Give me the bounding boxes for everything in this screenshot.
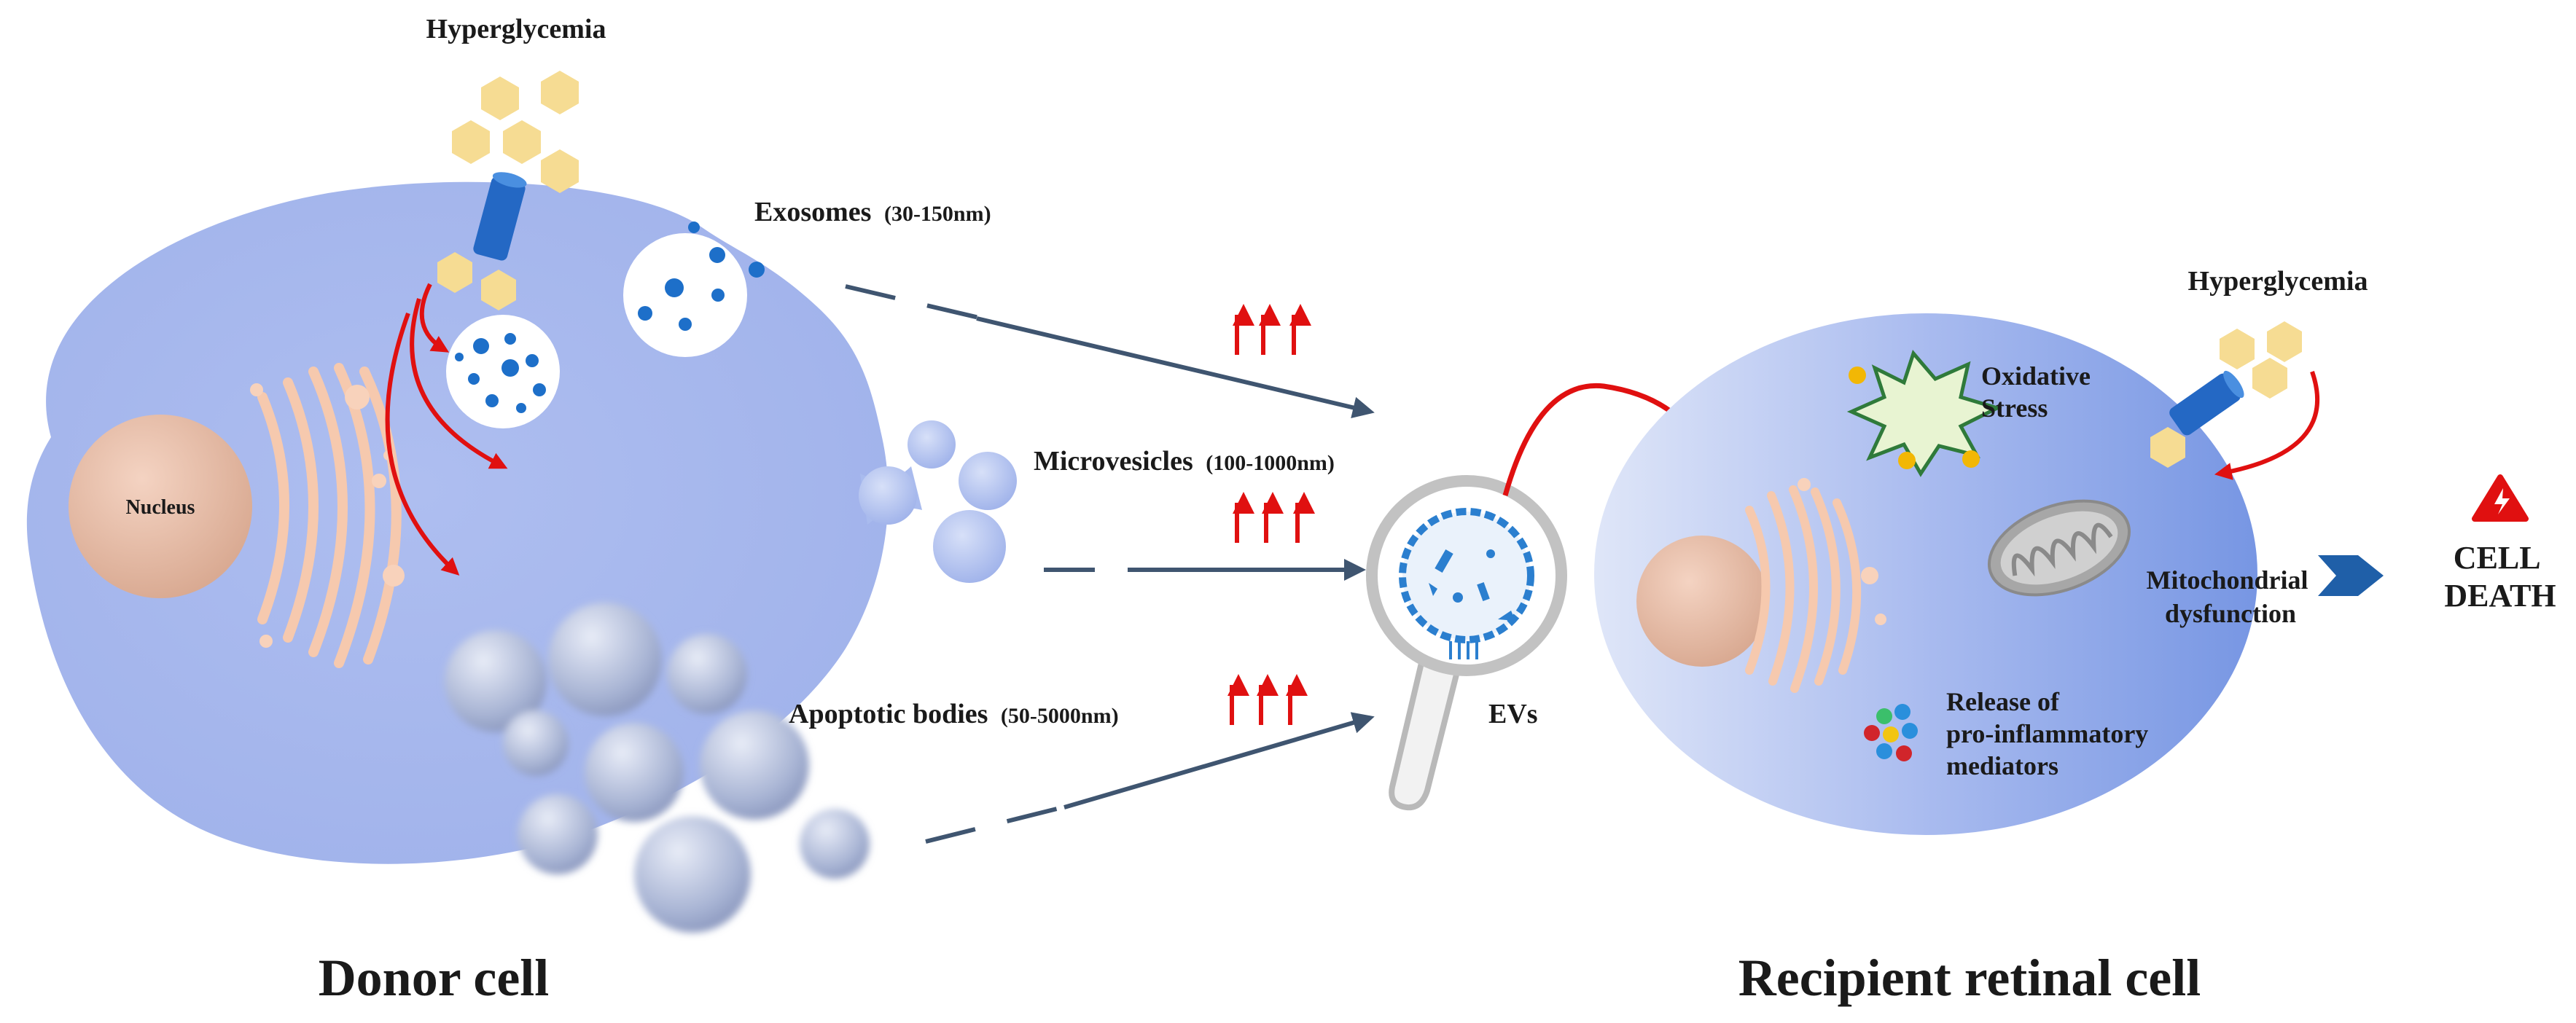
glucose-molecules-recipient (2150, 321, 2302, 468)
apoptotic-label: Apoptotic bodies (50-5000nm) (789, 699, 1119, 729)
donor-red-arrows (385, 283, 508, 576)
mediators-icon (1864, 704, 1918, 761)
hexagon-icon (541, 149, 579, 193)
apoptotic-connector-arrow (1063, 712, 1375, 810)
ev-labels: Exosomes (30-150nm) Microvesicles (100-1… (754, 197, 1335, 729)
recipient-golgi (1745, 485, 1862, 693)
starburst-icon (1846, 349, 2002, 477)
recipient-glucose-arrow (2214, 371, 2320, 480)
mitochondrial-dysfunction-label: Mitochondrial dysfunction (2147, 565, 2315, 628)
recipient-hyperglycemia-label: Hyperglycemia (2188, 266, 2368, 297)
release-mediators-label: Release of pro-inflammatory mediators (1946, 687, 2155, 780)
hexagon-icon (541, 71, 579, 114)
nucleus-label: Nucleus (126, 496, 195, 519)
recipient-nucleus (1636, 536, 1768, 667)
recipient-cell: Oxidative Stress Hyperglycemia Mitochond… (1594, 266, 2368, 835)
recipient-cell-title: Recipient retinal cell (1738, 949, 2201, 1007)
recipient-cell-membrane (1594, 313, 2257, 835)
golgi-vesicles (250, 383, 405, 648)
glucose-transporter-icon (2169, 370, 2244, 436)
exosomes-label: Exosomes (30-150nm) (754, 197, 991, 227)
microvesicles-label: Microvesicles (100-1000nm) (1034, 446, 1335, 477)
exosome-release (623, 222, 765, 357)
ev-connectors (845, 284, 1375, 844)
warning-triangle-icon (2472, 474, 2529, 522)
apoptotic-dashed-connector (925, 803, 1072, 844)
chevron-arrow-icon (2318, 555, 2384, 596)
hexagon-icon (2252, 358, 2287, 399)
hexagon-icon (2150, 427, 2185, 468)
exosome-dashed-connector (845, 284, 992, 323)
hexagon-icon (2267, 321, 2302, 362)
donor-cell: Nucleus (26, 14, 1017, 933)
ev-vesicle (1399, 508, 1534, 643)
microvesicles-cluster (859, 420, 1017, 583)
hexagon-icon (503, 120, 541, 164)
increase-arrows (1227, 304, 1315, 725)
cell-death-label: CELL DEATH (2444, 540, 2556, 614)
magnifying-glass-icon (1366, 475, 1567, 811)
evs-to-recipient-arrow (1502, 383, 1688, 496)
hexagon-icon (2220, 329, 2255, 369)
hexagon-icon (481, 270, 516, 310)
glucose-transporter-icon (473, 172, 527, 261)
mitochondrion-icon (1987, 499, 2131, 597)
nucleus (69, 415, 252, 598)
hexagon-icon (452, 120, 490, 164)
donor-hyperglycemia-label: Hyperglycemia (426, 14, 606, 44)
apoptotic-bodies (445, 603, 870, 933)
glucose-molecules-donor (437, 71, 579, 310)
donor-cell-title: Donor cell (319, 949, 550, 1007)
exosome-connector-arrow (976, 316, 1375, 419)
oxidative-stress-label: Oxidative Stress (1981, 361, 2097, 423)
hexagon-icon (481, 77, 519, 120)
evs-label: EVs (1488, 699, 1538, 729)
multivesicular-body (446, 315, 560, 428)
hexagon-icon (437, 252, 472, 293)
